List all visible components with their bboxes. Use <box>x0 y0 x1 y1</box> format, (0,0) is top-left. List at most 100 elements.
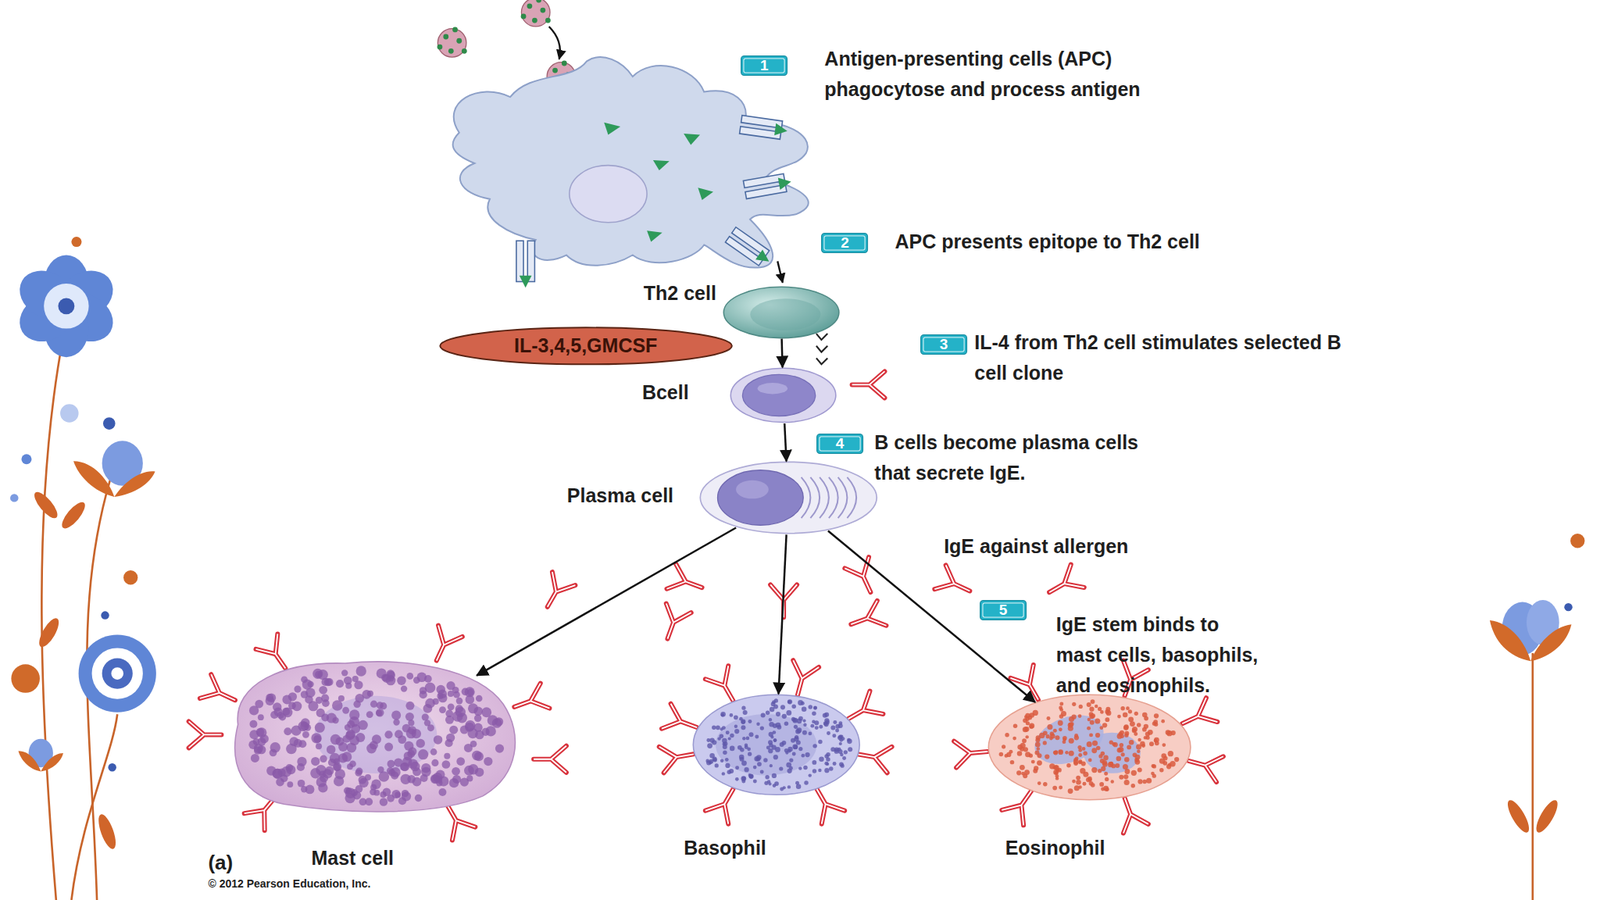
granule <box>1035 737 1041 743</box>
granule <box>1021 738 1027 743</box>
granule <box>719 759 723 763</box>
antigen-particle <box>545 17 551 24</box>
flower-decoration <box>73 460 115 497</box>
granule <box>1037 781 1042 786</box>
step-badge: 3IL-4 from Th2 cell stimulates selected … <box>920 334 968 355</box>
granule <box>415 739 425 748</box>
cell-label: Basophil <box>640 835 810 860</box>
granule <box>804 752 810 758</box>
granule <box>1023 773 1029 779</box>
ige-antibodies <box>852 371 886 398</box>
node-shape <box>921 335 968 355</box>
granule <box>1117 747 1123 754</box>
granule <box>300 785 308 793</box>
granule <box>288 692 297 701</box>
granule <box>999 752 1004 757</box>
granule <box>446 733 455 743</box>
cell-node: Th2 cell <box>722 285 840 340</box>
granule <box>1078 760 1083 765</box>
granule <box>1046 716 1051 721</box>
granule <box>1125 733 1129 738</box>
granule <box>824 761 829 766</box>
granule <box>775 722 781 729</box>
granule <box>1144 716 1150 722</box>
granule <box>249 720 258 729</box>
granule <box>1128 739 1135 746</box>
granule <box>403 751 412 761</box>
granule <box>798 767 802 771</box>
granule <box>1028 723 1035 729</box>
granule <box>1009 750 1014 754</box>
granule <box>1046 734 1050 739</box>
arrow-connector <box>782 339 783 368</box>
granule <box>1058 728 1063 733</box>
granule <box>1078 714 1083 718</box>
granule <box>800 701 804 706</box>
apc-illustration <box>739 115 790 141</box>
granule <box>785 751 789 755</box>
granule <box>1049 763 1055 769</box>
granule <box>300 675 308 683</box>
granule <box>1152 774 1157 779</box>
granule <box>811 720 815 724</box>
node-shape <box>828 477 839 518</box>
granule <box>1062 735 1068 741</box>
granule <box>410 728 421 739</box>
granule <box>1100 787 1105 792</box>
flower-decoration <box>1489 620 1531 661</box>
granule <box>401 789 409 797</box>
granule <box>283 727 292 736</box>
granule <box>724 757 729 762</box>
granule <box>310 757 320 766</box>
flower-decoration <box>123 570 138 585</box>
granule <box>302 731 310 739</box>
node-shape <box>717 470 804 526</box>
ige-antibodies <box>424 625 462 667</box>
granule <box>1137 767 1143 773</box>
granule <box>333 775 344 786</box>
granule <box>786 699 792 704</box>
granule <box>1163 756 1168 761</box>
granule <box>330 734 341 745</box>
granule <box>774 781 779 786</box>
granule <box>346 720 355 729</box>
granule <box>1087 717 1091 722</box>
granule <box>430 748 438 756</box>
apc-illustration <box>646 230 663 242</box>
granule <box>421 713 429 721</box>
granule <box>1004 753 1009 758</box>
granule <box>1035 742 1041 748</box>
granule <box>1086 702 1092 708</box>
granule <box>1068 738 1075 744</box>
granule <box>775 711 781 717</box>
granule <box>756 722 760 726</box>
granule <box>747 719 752 724</box>
flower-decoration <box>1570 533 1585 548</box>
granule <box>1089 781 1094 786</box>
granule <box>807 705 812 710</box>
granule <box>375 667 386 679</box>
granule <box>735 765 740 770</box>
granule <box>396 675 406 685</box>
granule <box>1071 714 1077 720</box>
apc-illustration <box>653 160 670 171</box>
granule <box>1135 744 1142 750</box>
granule <box>407 775 415 783</box>
apc-illustration <box>683 133 700 145</box>
arrow-connector <box>476 528 736 676</box>
granule <box>1058 706 1063 711</box>
granule <box>433 735 443 744</box>
granule <box>1068 750 1075 757</box>
granule <box>1124 779 1130 786</box>
ige-antibodies <box>535 571 575 614</box>
badge-holder: 1 <box>740 55 788 76</box>
granule <box>803 765 808 770</box>
granule <box>1076 779 1083 786</box>
granule <box>353 700 361 708</box>
flower-decoration <box>1564 603 1572 611</box>
granule <box>456 757 465 766</box>
cytokine-chevrons <box>816 333 828 340</box>
granule <box>332 700 343 711</box>
cell-label: Mast cell <box>202 846 504 870</box>
